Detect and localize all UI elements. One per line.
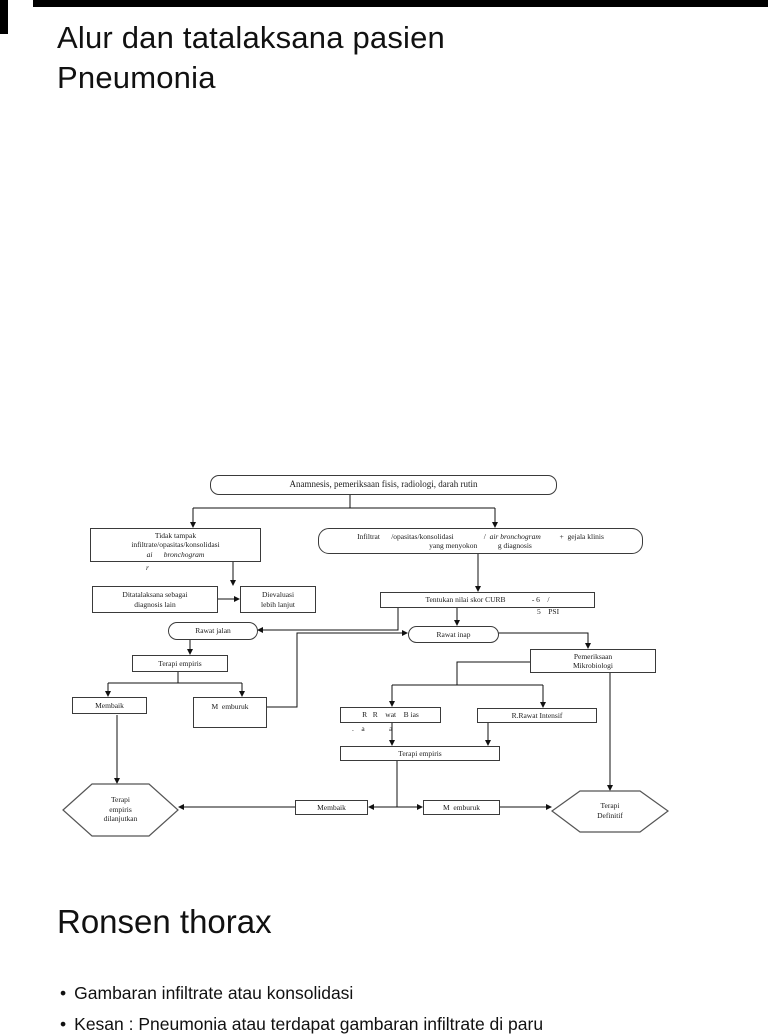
terapi-empiris-inap-label: Terapi empiris xyxy=(398,748,442,758)
hex-right-line1: Terapi xyxy=(600,801,620,810)
flow-box-terapi-empiris-inap: Terapi empiris xyxy=(340,746,500,761)
flow-box-dievaluasi: Dievaluasi lebih lanjut xyxy=(240,586,316,613)
infiltrat-line2: yang menyokon g diagnosis xyxy=(429,541,532,550)
flow-box-rawat-biasa: R R wat B ias xyxy=(340,707,441,723)
hexagon-terapi-definitif xyxy=(550,790,670,833)
hexagon-terapi-empiris-dilanjutkan xyxy=(62,783,179,837)
flow-box-memburuk-jalan: M emburuk xyxy=(193,697,267,728)
flow-box-rawat-inap: Rawat inap xyxy=(408,626,499,643)
flow-box-pemeriksaan-mikrobiologi: Pemeriksaan Mikrobiologi xyxy=(530,649,656,673)
infiltrat-seg1: Infiltrat /opasitas/konsolidasi / xyxy=(357,531,490,541)
bullet-icon: • xyxy=(60,983,67,1003)
hex-left-line2: empiris xyxy=(109,804,132,814)
flow-box-membaik-jalan: Membaik xyxy=(72,697,147,714)
infiltrat-seg3: + gejala klinis xyxy=(540,531,604,541)
anamnesis-label: Anamnesis, pemeriksaan fisis, radiologi,… xyxy=(289,479,478,490)
dievaluasi-line1: Dievaluasi xyxy=(261,590,295,599)
flow-box-anamnesis: Anamnesis, pemeriksaan fisis, radiologi,… xyxy=(210,475,557,495)
bullet-item: • Kesan : Pneumonia atau terdapat gambara… xyxy=(60,1014,720,1035)
membaik-jalan-label: Membaik xyxy=(95,700,124,710)
flow-box-rawat-jalan: Rawat jalan xyxy=(168,622,258,640)
rawat-jalan-label: Rawat jalan xyxy=(195,626,231,636)
flow-box-infiltrat: Infiltrat /opasitas/konsolidasi / air br… xyxy=(318,528,643,554)
page-title-line2: Pneumonia xyxy=(57,60,216,95)
membaik-inap-label: Membaik xyxy=(317,802,346,812)
tidak-tampak-line3: ai bronchogram xyxy=(146,549,205,559)
tidak-tampak-line1: Tidak tampak xyxy=(154,530,197,540)
terapi-empiris-dilanjutkan-label: Terapi empiris dilanjutkan xyxy=(92,795,149,824)
flow-box-rawat-intensif: R.Rawat Intensif xyxy=(477,708,597,723)
flow-box-terapi-empiris-jalan: Terapi empiris xyxy=(132,655,228,672)
bullet-item: • Gambaran infiltrate atau konsolidasi xyxy=(60,983,720,1004)
pemeriksaan-line2: Mikrobiologi xyxy=(572,661,613,670)
page-title: Alur dan tatalaksana pasien Pneumonia xyxy=(57,18,697,98)
stray-r-text: r xyxy=(146,563,149,572)
hex-right-line2: Definitif xyxy=(597,810,623,820)
hex-left-line3: dilanjutkan xyxy=(103,814,138,823)
terapi-empiris-jalan-label: Terapi empiris xyxy=(158,658,202,668)
dievaluasi-line2: lebih lanjut xyxy=(261,599,295,609)
infiltrat-line1: Infiltrat /opasitas/konsolidasi / air br… xyxy=(357,532,604,542)
bullet-icon: • xyxy=(60,1014,67,1034)
pemeriksaan-line1: Pemeriksaan xyxy=(573,651,613,661)
flow-box-memburuk-inap: M emburuk xyxy=(423,800,500,815)
flow-box-curb-score: Tentukan nilai skor CURB - 6 / xyxy=(380,592,595,608)
flow-box-tidak-tampak: Tidak tampak infiltrate/opasitas/konsoli… xyxy=(90,528,261,562)
curb-label: Tentukan nilai skor CURB - 6 / xyxy=(425,595,550,605)
ditatalaksana-line1: Ditatalaksana sebagai xyxy=(122,590,188,599)
rawat-intensif-label: R.Rawat Intensif xyxy=(511,710,563,720)
ditatalaksana-line2: diagnosis lain xyxy=(134,599,176,609)
bullet-text-2: Kesan : Pneumonia atau terdapat gambaran… xyxy=(74,1014,544,1034)
bullet-text-1: Gambaran infiltrate atau konsolidasi xyxy=(74,983,354,1003)
memburuk-jalan-label: M emburuk xyxy=(211,702,249,711)
page-title-line1: Alur dan tatalaksana pasien xyxy=(57,20,445,55)
memburuk-inap-label: M emburuk xyxy=(442,802,481,812)
tidak-tampak-line2: infiltrate/opasitas/konsolidasi xyxy=(131,540,220,550)
hex-left-line1: Terapi xyxy=(110,795,131,804)
rawat-inap-label: Rawat inap xyxy=(436,629,471,639)
rawat-biasa-line2: . a a xyxy=(352,724,393,733)
section-heading: Ronsen thorax xyxy=(57,903,272,940)
flow-box-ditatalaksana: Ditatalaksana sebagai diagnosis lain xyxy=(92,586,218,613)
curb-psi-text: 5 PSI xyxy=(537,607,560,616)
left-frame-bar xyxy=(0,0,8,34)
rawat-biasa-line1: R R wat B ias xyxy=(362,710,419,720)
terapi-definitif-label: Terapi Definitif xyxy=(580,801,640,820)
top-frame-bar xyxy=(33,0,768,7)
flow-box-membaik-inap: Membaik xyxy=(295,800,368,815)
infiltrat-seg2: air bronchogram xyxy=(489,531,541,541)
